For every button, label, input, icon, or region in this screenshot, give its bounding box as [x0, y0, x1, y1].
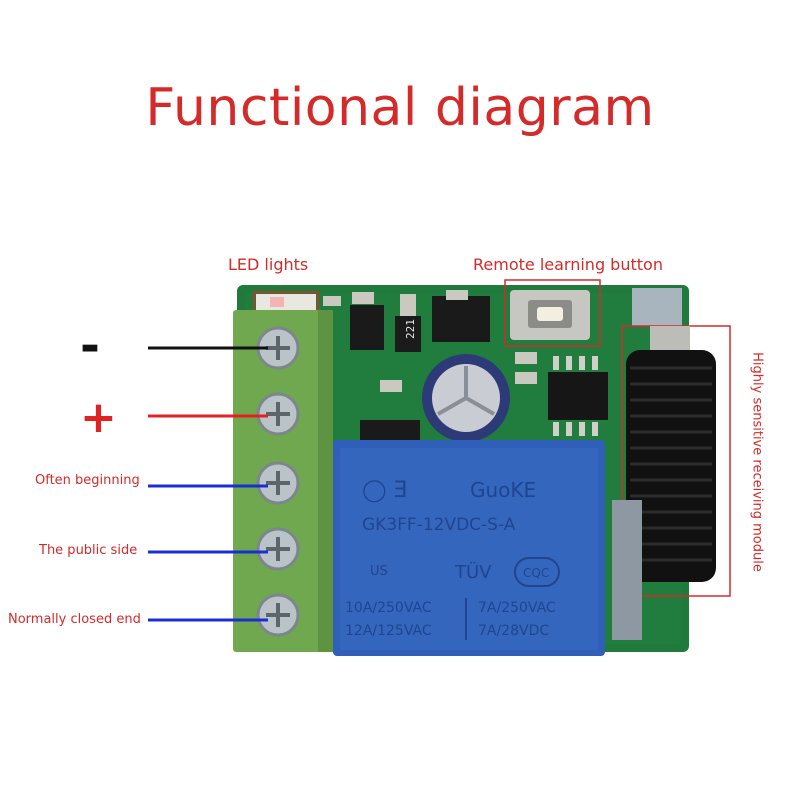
label-normally-closed-end: Normally closed end	[8, 612, 141, 627]
transistor-chip	[350, 305, 384, 350]
learn-button-cap	[537, 307, 563, 321]
led-indicator	[270, 297, 284, 307]
learn-button-highlight	[504, 279, 601, 347]
ic-pins	[553, 356, 598, 436]
ic-chip	[548, 372, 608, 420]
relay-tuv-mark: TÜV	[454, 561, 492, 583]
relay-logo-mark: ◯ Ǝ	[362, 478, 408, 503]
smd-component	[323, 296, 341, 306]
label-minus: -	[80, 318, 100, 374]
label-public-side: The public side	[39, 543, 138, 558]
relay-us-mark: US	[370, 564, 388, 579]
relay-rating-left-1: 10A/250VAC	[345, 600, 432, 616]
smd-component	[380, 380, 402, 392]
label-led-lights: LED lights	[228, 255, 309, 274]
terminal-screws	[256, 326, 300, 637]
led-lights	[256, 294, 316, 310]
label-plus: +	[80, 392, 117, 443]
relay-face	[340, 448, 598, 650]
relay-cqc-mark: CQC	[523, 566, 549, 580]
antenna-base	[632, 288, 682, 326]
relay-rating-right-1: 7A/250VAC	[478, 600, 556, 616]
terminal-block-edge	[318, 310, 333, 652]
relay-rating-left-2: 12A/125VAC	[345, 623, 432, 639]
relay-model: GK3FF-12VDC-S-A	[362, 515, 516, 535]
smd-component	[446, 290, 468, 300]
antenna-connector	[650, 326, 690, 354]
relay-cqc-badge	[514, 557, 560, 587]
antenna-coil	[626, 350, 716, 582]
smd-component	[400, 294, 416, 316]
antenna-shield	[612, 500, 642, 640]
page-title: Functional diagram	[145, 78, 655, 138]
label-often-beginning: Often beginning	[35, 473, 140, 488]
smd-component	[515, 372, 537, 384]
relay-rating-right-2: 7A/28VDC	[478, 623, 549, 639]
label-remote-learning-button: Remote learning button	[473, 255, 663, 274]
antenna-coil-turns	[630, 366, 712, 562]
resistor-chip	[395, 316, 421, 352]
relay-brand: GuoKE	[470, 478, 536, 502]
smd-component	[352, 292, 374, 304]
capacitor-vent	[437, 366, 495, 416]
resistor-mark: 221	[404, 319, 417, 339]
diode-chip	[360, 420, 420, 442]
smd-component	[515, 352, 537, 364]
regulator-chip	[432, 296, 490, 342]
